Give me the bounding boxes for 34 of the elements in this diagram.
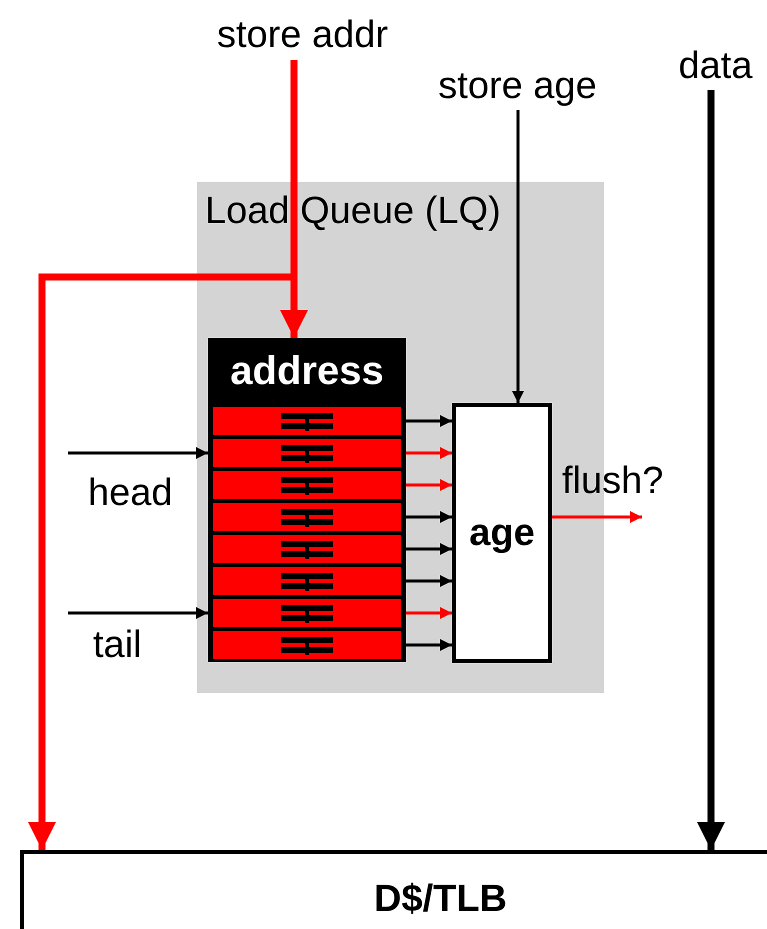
arrow: [406, 511, 452, 523]
age-box: [452, 403, 552, 663]
signal-label: store age: [438, 64, 597, 109]
box-label: age: [469, 510, 535, 556]
queue-entry-bar: [213, 439, 401, 467]
box-label: D$/TLB: [374, 877, 507, 922]
signal-label: store addr: [216, 13, 388, 58]
arrow: [406, 607, 452, 619]
arrow: [406, 447, 452, 459]
arrow: [406, 575, 452, 587]
box-label: address: [229, 348, 385, 395]
queue-entry-bar: [213, 631, 401, 659]
arrow: [68, 447, 208, 459]
queue-entry-bar: [213, 503, 401, 531]
signal-label: data: [678, 44, 752, 89]
queue-entry-bar: [213, 471, 401, 499]
edge-label: tail: [93, 623, 142, 668]
edge-label: flush?: [562, 459, 664, 504]
queue-entry-bar: [213, 599, 401, 627]
panel-title: Load Queue (LQ): [205, 190, 501, 232]
arrow: [406, 639, 452, 651]
arrow: [68, 607, 208, 619]
arrow: [552, 511, 642, 523]
edge-label: head: [88, 471, 173, 516]
arrow: [697, 90, 725, 850]
arrow: [406, 479, 452, 491]
queue-entry-bar: [213, 535, 401, 563]
queue-entry-bar: [213, 407, 401, 435]
cache-box: [20, 850, 767, 929]
arrow: [512, 110, 524, 403]
queue-entry-bar: [213, 567, 401, 595]
address-table: [208, 338, 406, 662]
arrow: [406, 543, 452, 555]
arrow: [406, 415, 452, 427]
